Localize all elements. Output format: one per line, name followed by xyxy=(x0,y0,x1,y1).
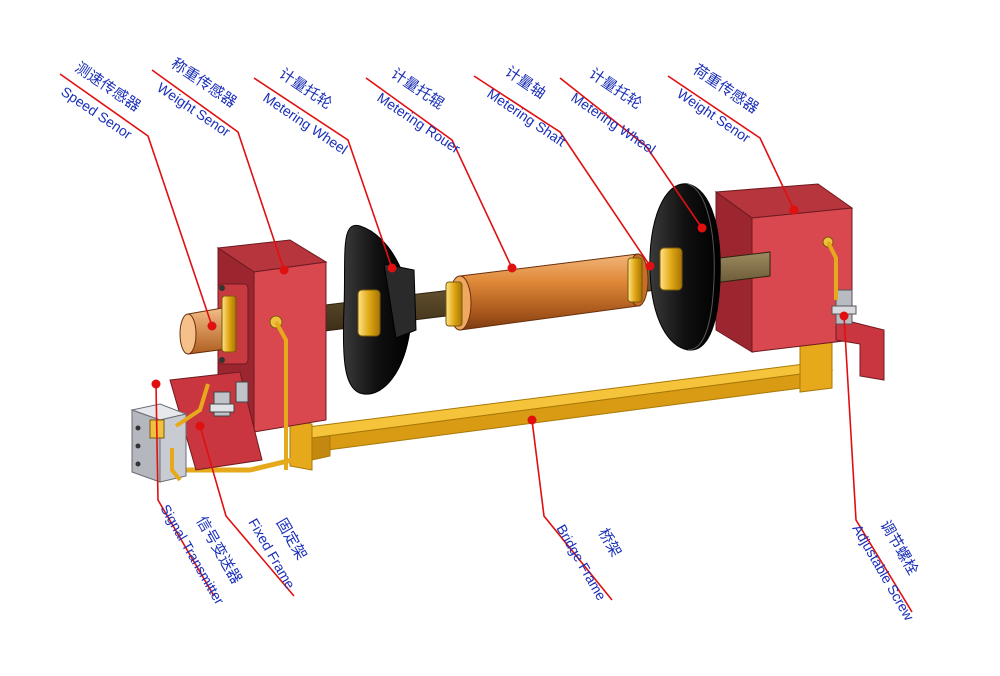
metering-roller xyxy=(445,253,649,331)
signal-transmitter xyxy=(130,383,210,483)
label-adjustable-screw: Adjustable Screw 调节螺栓 xyxy=(849,517,922,624)
label-speed-sensor: 测速传感器 Speed Senor xyxy=(58,58,144,142)
label-fixed-frame: Fixed Frame 固定架 xyxy=(245,515,310,592)
metering-wheel-left-en: Metering Wheel xyxy=(260,89,350,157)
label-metering-wheel-right: 计量托轮 Metering Wheel xyxy=(568,64,658,157)
right-metering-wheel xyxy=(649,183,721,351)
metering-shaft-en: Metering Shaft xyxy=(484,85,569,149)
label-metering-wheel-left: 计量托轮 Metering Wheel xyxy=(260,64,350,157)
label-weight-sensor-right: 荷重传感器 Weight Senor xyxy=(674,60,762,146)
label-metering-roller: 计量托辊 Metering Rouer xyxy=(374,64,463,156)
left-metering-wheel xyxy=(342,224,417,395)
label-metering-shaft: 计量轴 Metering Shaft xyxy=(484,62,569,149)
bridge-frame xyxy=(178,341,834,473)
label-signal-transmitter: Signal Transmitter 信号变送器 xyxy=(157,502,245,608)
metering-wheel-right-en: Metering Wheel xyxy=(568,89,658,157)
label-bridge-frame: Bridge Frame 桥架 xyxy=(553,522,625,604)
leader-lines xyxy=(59,69,913,613)
bridge-frame-cn: 桥架 xyxy=(595,525,626,560)
label-weight-sensor-left: 称重传感器 Weight Senor xyxy=(154,54,240,140)
